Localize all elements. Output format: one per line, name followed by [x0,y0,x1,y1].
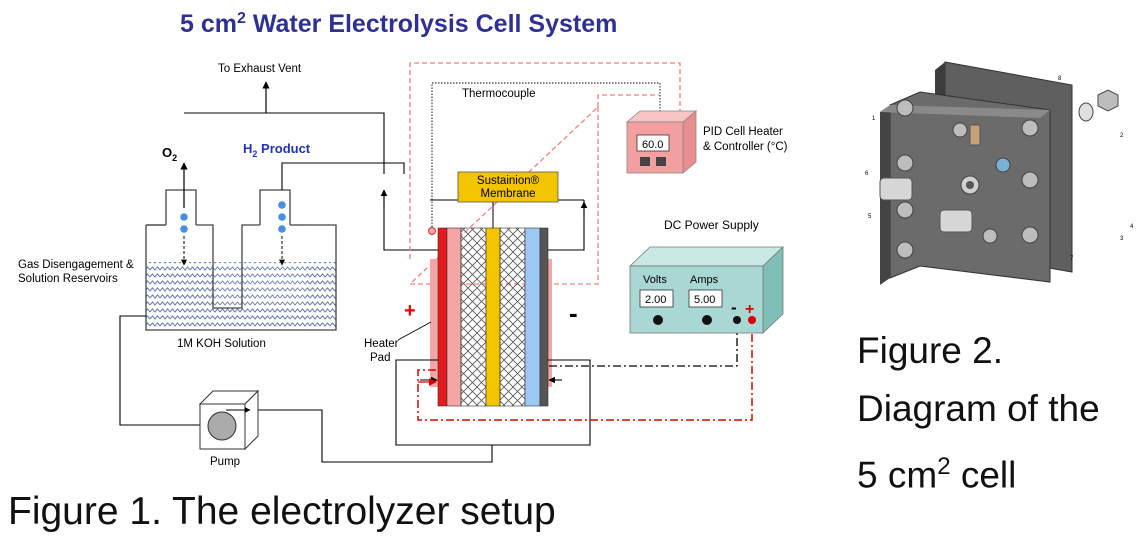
svg-text:3: 3 [1120,236,1124,242]
part-number-labels: 1 2 3 4 5 6 7 8 [865,76,1134,262]
exhaust-label: To Exhaust Vent [218,63,302,75]
pid-display: 60.0 [642,139,663,151]
thermocouple-tip [428,227,436,235]
volts-value: 2.00 [645,294,666,306]
dc-power-title: DC Power Supply [664,218,759,232]
dc-power-supply: Volts Amps 2.00 5.00 - + [628,246,785,334]
thermocouple-label: Thermocouple [462,88,536,100]
membrane-label-line2: Membrane [481,188,536,200]
heater-pad-left [430,259,440,387]
thermocouple-wire [431,82,661,230]
h2-product-label: H2 Product [243,141,311,159]
figure2-caption-line1: Figure 2. [857,330,1004,371]
cathode-plate [539,227,549,407]
svg-text:8: 8 [1058,76,1062,82]
pid-heater-loop2 [597,94,660,107]
cell-3d-diagram [879,61,1119,285]
amps-value: 5.00 [694,294,715,306]
solution-loop [119,315,591,463]
positive-lead [417,322,753,421]
reservoirs [145,189,337,331]
svg-text:5: 5 [868,214,872,220]
reservoir-label-line1: Gas Disengagement & [18,259,134,271]
pid-controller: 60.0 [625,110,698,174]
pid-heater-loop [408,62,681,285]
volts-label: Volts [643,274,667,286]
o2-label: O2 [162,145,177,163]
bubbles-h2 [278,201,286,266]
anode-plus-sign: + [404,300,416,322]
heater-pointer [397,321,432,341]
anode-plate [437,227,448,407]
heater-label-line2: Pad [370,352,390,364]
figure2-caption-line2: Diagram of the [857,388,1100,429]
figure2-caption: Figure 2. Diagram of the 5 cm2 cell [857,322,1100,504]
amps-label: Amps [690,274,719,286]
bubbles-o2 [180,162,188,266]
cathode-minus-sign: - [569,298,578,328]
svg-text:2: 2 [1120,133,1124,139]
pump-label: Pump [210,456,240,468]
negative-lead [549,322,738,367]
reservoir-label-line2: Solution Reservoirs [18,273,118,285]
membrane [485,227,501,407]
pump [198,389,260,451]
anode-gdl [446,227,462,407]
svg-text:7: 7 [1070,256,1074,262]
figure1-caption: Figure 1. The electrolyzer setup [8,490,556,533]
positive-terminal-label: + [745,301,754,318]
membrane-label-box [457,171,559,203]
anode-catalyst [460,227,487,407]
electrolysis-cell [428,227,552,407]
cathode-catalyst [499,227,526,407]
pid-label-line2: & Controller (°C) [703,141,788,153]
svg-text:4: 4 [1130,224,1134,230]
pid-label-line1: PID Cell Heater [703,126,783,138]
koh-label: 1M KOH Solution [177,338,266,350]
negative-terminal-label: - [731,298,737,317]
svg-text:1: 1 [872,116,876,122]
positive-terminal [748,316,756,324]
heater-label-line1: Heater [364,338,399,350]
diagram-title: 5 cm2 Water Electrolysis Cell System [180,10,617,38]
cathode-gdl [524,227,541,407]
figure2-caption-line3: 5 cm2 cell [857,453,1017,496]
membrane-label-line1: Sustainion® [477,175,540,187]
svg-text:6: 6 [865,171,869,177]
negative-terminal [733,316,741,324]
